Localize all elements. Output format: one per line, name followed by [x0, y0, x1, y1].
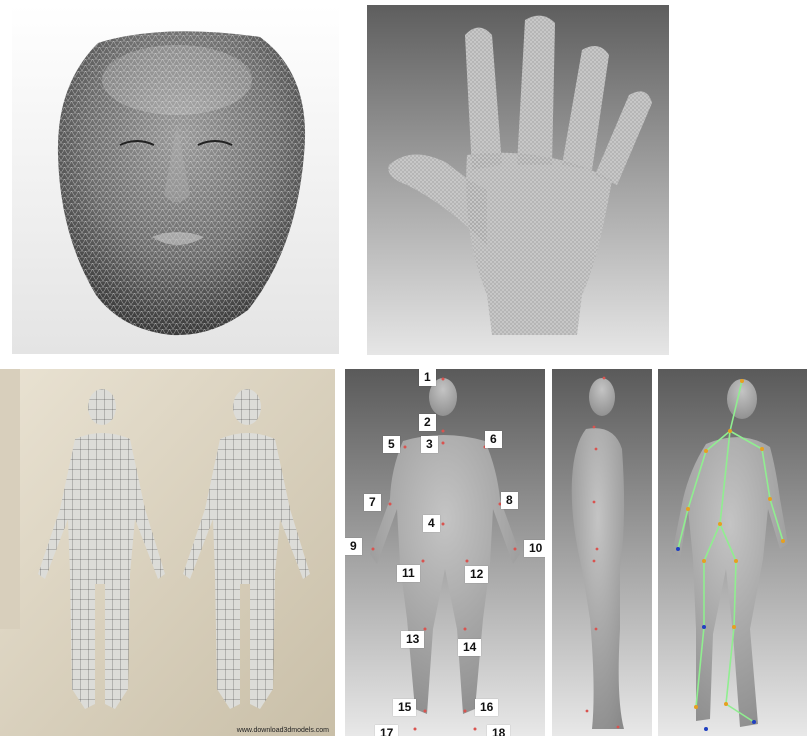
body-mesh-image	[0, 369, 335, 736]
skeleton-image	[658, 369, 807, 736]
landmark-label-1: 1	[419, 369, 436, 386]
landmark-label-17: 17	[375, 725, 398, 736]
landmark-label-12: 12	[465, 566, 488, 583]
skeleton-panel	[658, 369, 807, 736]
body-landmarks-panel: 1 2 3 4 5 6 7 8 9 10 11 12 13 14 15 16 1…	[345, 369, 545, 736]
face-mesh-panel	[12, 5, 339, 354]
landmark-label-4: 4	[423, 515, 440, 532]
landmark-label-11: 11	[397, 565, 420, 582]
landmark-label-3: 3	[421, 436, 438, 453]
hand-mesh-panel	[367, 5, 669, 355]
landmark-label-6: 6	[485, 431, 502, 448]
body-side-panel	[552, 369, 652, 736]
landmark-label-15: 15	[393, 699, 416, 716]
landmark-label-16: 16	[475, 699, 498, 716]
face-mesh-image	[12, 5, 339, 354]
landmark-label-18: 18	[487, 725, 510, 736]
hand-mesh-image	[367, 5, 669, 355]
landmark-label-14: 14	[458, 639, 481, 656]
body-side-image	[552, 369, 652, 736]
landmark-label-7: 7	[364, 494, 381, 511]
credit-text: www.download3dmodels.com	[237, 727, 329, 734]
landmark-label-9: 9	[345, 538, 362, 555]
body-landmarks-image	[345, 369, 545, 736]
body-mesh-panel: www.download3dmodels.com	[0, 369, 335, 736]
landmark-label-5: 5	[383, 436, 400, 453]
landmark-label-8: 8	[501, 492, 518, 509]
landmark-label-10: 10	[524, 540, 545, 557]
landmark-label-2: 2	[419, 414, 436, 431]
landmark-label-13: 13	[401, 631, 424, 648]
